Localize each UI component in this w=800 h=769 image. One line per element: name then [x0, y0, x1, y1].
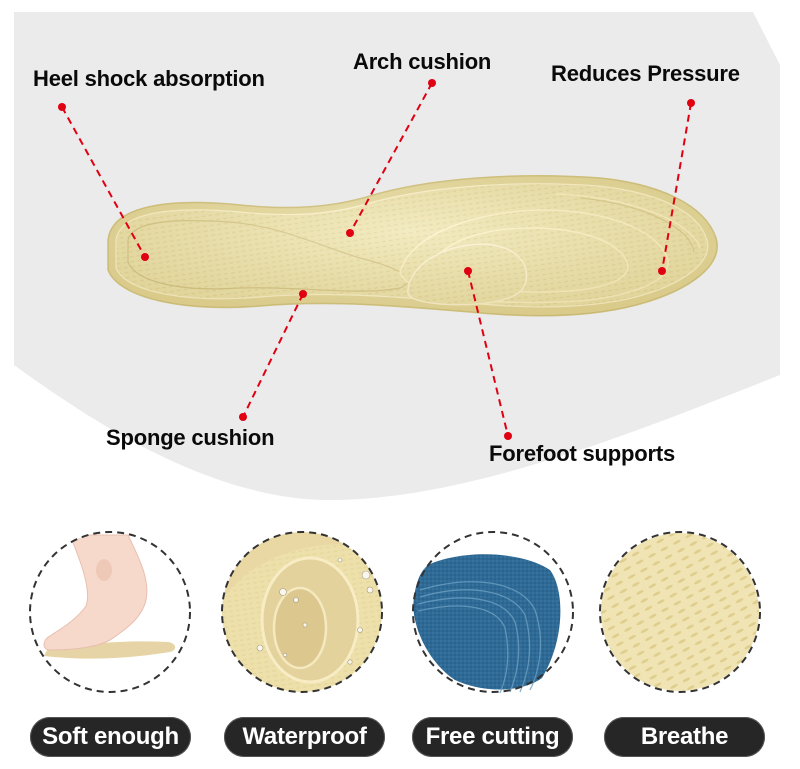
feature-badge-soft-enough: Soft enough: [30, 717, 191, 757]
free-cutting-image: [412, 531, 574, 694]
callout-sponge-cushion: Sponge cushion: [106, 425, 275, 450]
waterproof-image: [221, 531, 383, 693]
feature-badge-label: Free cutting: [425, 723, 560, 750]
callout-forefoot-supports: Forefoot supports: [489, 441, 676, 466]
insole-image: [107, 175, 718, 317]
foot-on-insole-image: [29, 531, 191, 693]
callout-heel-shock-absorption: Heel shock absorption: [33, 66, 265, 91]
callout-dots: [58, 79, 695, 440]
feature-badge-waterproof: Waterproof: [224, 717, 385, 757]
breathe-image: [599, 531, 761, 693]
feature-badge-label: Waterproof: [242, 723, 367, 750]
feature-badge-breathe: Breathe: [604, 717, 765, 757]
feature-badge-free-cutting: Free cutting: [412, 717, 573, 757]
callout-reduces-pressure: Reduces Pressure: [551, 61, 740, 86]
feature-badge-label: Breathe: [640, 723, 729, 750]
callout-lines: [61, 82, 692, 437]
feature-badge-label: Soft enough: [42, 723, 179, 750]
callout-arch-cushion: Arch cushion: [353, 49, 492, 74]
